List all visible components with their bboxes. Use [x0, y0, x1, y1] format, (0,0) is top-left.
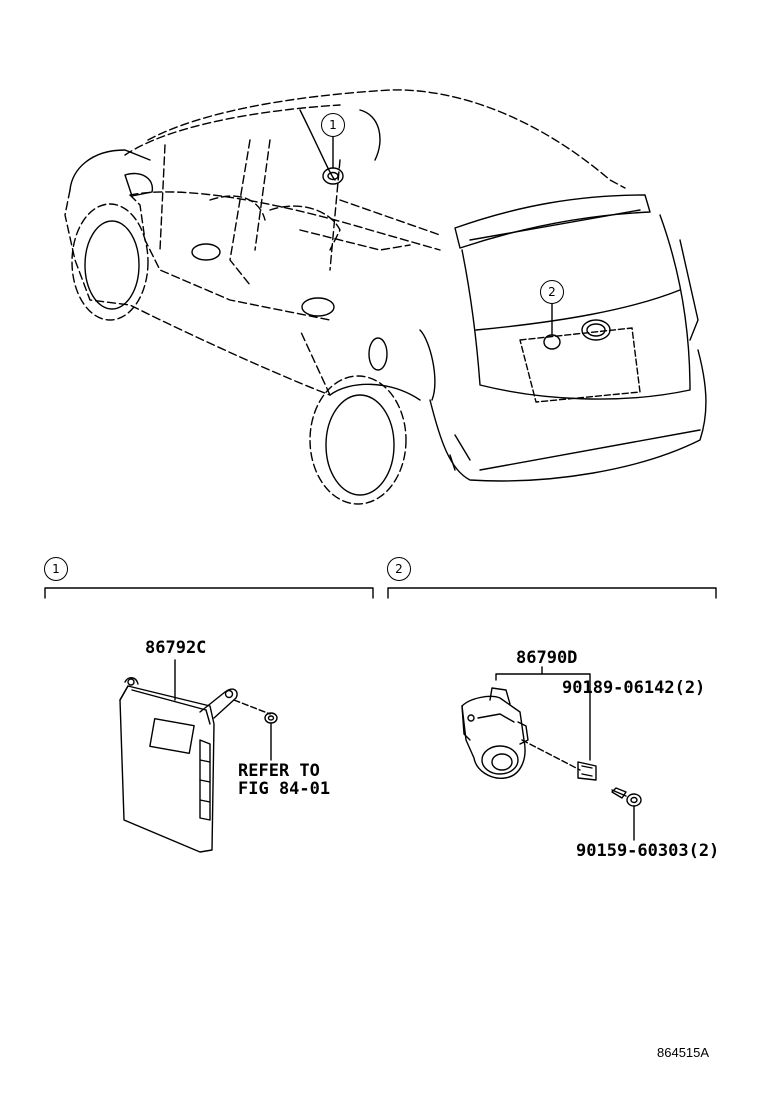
part-number-bolt[interactable]: 90159-60303(2): [576, 841, 720, 861]
vehicle-outline: [64, 89, 707, 505]
section-2-badge: 2: [387, 557, 411, 581]
part-number-camera[interactable]: 86790D: [516, 648, 578, 668]
camera-drawing: [461, 666, 642, 841]
refer-to-label: REFER TO: [238, 761, 320, 781]
refer-fig-label[interactable]: FIG 84-01: [238, 779, 331, 799]
callout-2[interactable]: 2: [540, 280, 564, 304]
figure-code: 864515A: [657, 1045, 710, 1060]
part-number-ecu[interactable]: 86792C: [145, 638, 207, 658]
callout-1[interactable]: 1: [321, 113, 345, 137]
ecu-drawing: [119, 659, 278, 853]
section-1-badge: 1: [44, 557, 68, 581]
section-brackets: [44, 587, 717, 599]
part-number-screw[interactable]: 90189-06142(2): [562, 678, 706, 698]
